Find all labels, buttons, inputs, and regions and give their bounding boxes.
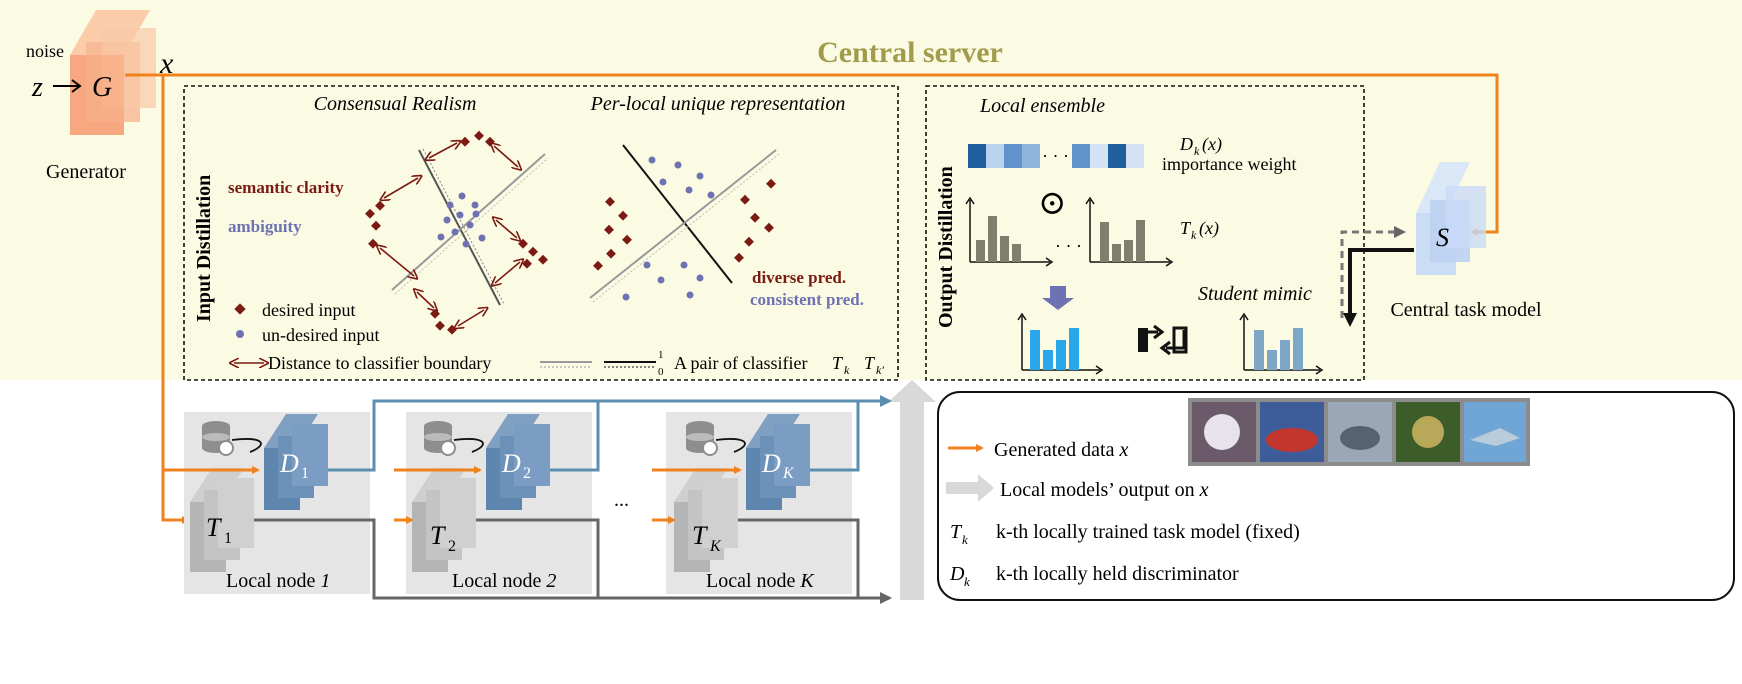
diverse-pred-label: diverse pred. [752,268,846,287]
input-distillation-title: Input Distillation [193,175,215,322]
node2-t-symbol: T [430,521,446,550]
ensemble-down-arrow [1042,286,1074,310]
hist-ellipsis: · · · [1055,236,1082,256]
student-mimic-label: Student mimic [1198,283,1312,305]
dk-label: D [1179,134,1193,154]
legend-tk: T [832,353,844,373]
nodek-t-symbol: T [692,521,708,550]
legend-tk-sub: k [962,532,968,547]
student-output-hist [1239,312,1324,375]
ensemble-output-hist [1017,312,1104,375]
student-output-arrow [1343,248,1414,327]
orange-flow-down [161,75,190,524]
tk-arg: (x) [1199,218,1219,239]
nodek-t-sub: K [709,538,722,555]
node2-database-icon [424,421,456,456]
swap-icon [1138,324,1188,356]
legend-dk-symbol: D [949,563,965,585]
consensual-scatter [365,130,549,335]
local-output-up-arrow [888,380,936,600]
weight-ellipsis: · · · [1042,146,1069,166]
legend-one: 1 [658,349,664,361]
nodek-discriminator-block [746,414,810,510]
local-output-hist-k [1085,196,1174,267]
dk-arg: (x) [1202,134,1222,155]
node2-task-block [412,468,476,572]
generator-caption: Generator [46,161,126,183]
mimic-dashed-arrow [1340,226,1406,318]
nodek-d-symbol: D [761,449,781,478]
legend-generated-text: Generated data x [994,439,1128,461]
node1-d-symbol: D [279,449,299,478]
nodek-d-sub: K [782,465,795,482]
node1-label: Local node 1 [226,570,330,592]
node2-label: Local node 2 [452,570,556,592]
legend-tk-symbol: T [950,521,963,543]
legend-zero: 0 [658,366,664,378]
legend-dk-sub: k [964,574,970,589]
input-distillation-box [183,85,899,381]
local-output-hist-1 [965,196,1054,267]
node1-d-sub: 1 [301,465,309,482]
legend-dk-desc: k-th locally held discriminator [996,563,1239,585]
importance-weight-vector [968,144,1144,168]
nodek-task-block [674,468,738,572]
t-output-line [254,518,892,604]
tk-sub: k [1191,228,1197,242]
central-server-title: Central server [817,36,1003,69]
node2-d-sub: 2 [523,465,531,482]
node1-t-sub: 1 [224,530,232,547]
local-ensemble-title: Local ensemble [979,95,1105,117]
legend-tk2-sub: k′ [876,363,884,377]
s-symbol: S [1436,223,1449,252]
generated-sample-images [1188,398,1530,466]
nodek-label: Local node K [706,570,815,592]
odot-symbol: ⊙ [1038,185,1067,222]
node1-t-symbol: T [206,513,222,542]
z-symbol: z [31,72,43,103]
legend-tk-sub: k [844,363,850,377]
legend-tk-desc: k-th locally trained task model (fixed) [996,521,1300,543]
x-symbol: x [159,47,174,80]
nodek-database-icon [686,421,718,456]
dk-sub: k [1194,144,1200,158]
consensual-realism-title: Consensual Realism [314,93,477,115]
legend-undesired-marker [236,330,244,338]
consistent-pred-label: consistent pred. [750,290,864,309]
g-symbol: G [92,72,112,103]
output-distillation-title: Output Distillation [935,166,957,328]
legend-local-output-arrow [946,474,994,502]
node2-t-sub: 2 [448,538,456,555]
generator-block [70,10,156,135]
student-model-block [1416,162,1486,275]
central-task-caption: Central task model [1390,299,1542,321]
ambiguity-label: ambiguity [228,217,302,236]
legend-local-output-text: Local models’ output on x [1000,479,1209,501]
legend-undesired-text: un-desired input [262,325,379,345]
per-local-title: Per-local unique representation [590,93,846,115]
importance-weight-label: importance weight [1162,154,1296,174]
node1-database-icon [202,421,234,456]
legend-desired-text: desired input [262,300,355,320]
node2-d-symbol: D [501,449,521,478]
noise-label: noise [26,41,64,61]
legend-tk2: T [864,353,876,373]
legend-distance-text: Distance to classifier boundary [268,353,491,373]
node2-discriminator-block [486,414,550,510]
legend-box [937,391,1735,601]
legend-pair-text: A pair of classifier [674,353,807,373]
node-ellipsis: ... [614,489,629,511]
legend-desired-marker [234,303,246,315]
node1-discriminator-block [264,414,328,510]
node1-task-block [190,468,254,572]
semantic-clarity-label: semantic clarity [228,178,344,197]
tk-label: T [1180,218,1192,238]
per-local-scatter [589,144,780,303]
d-output-line [328,395,892,472]
